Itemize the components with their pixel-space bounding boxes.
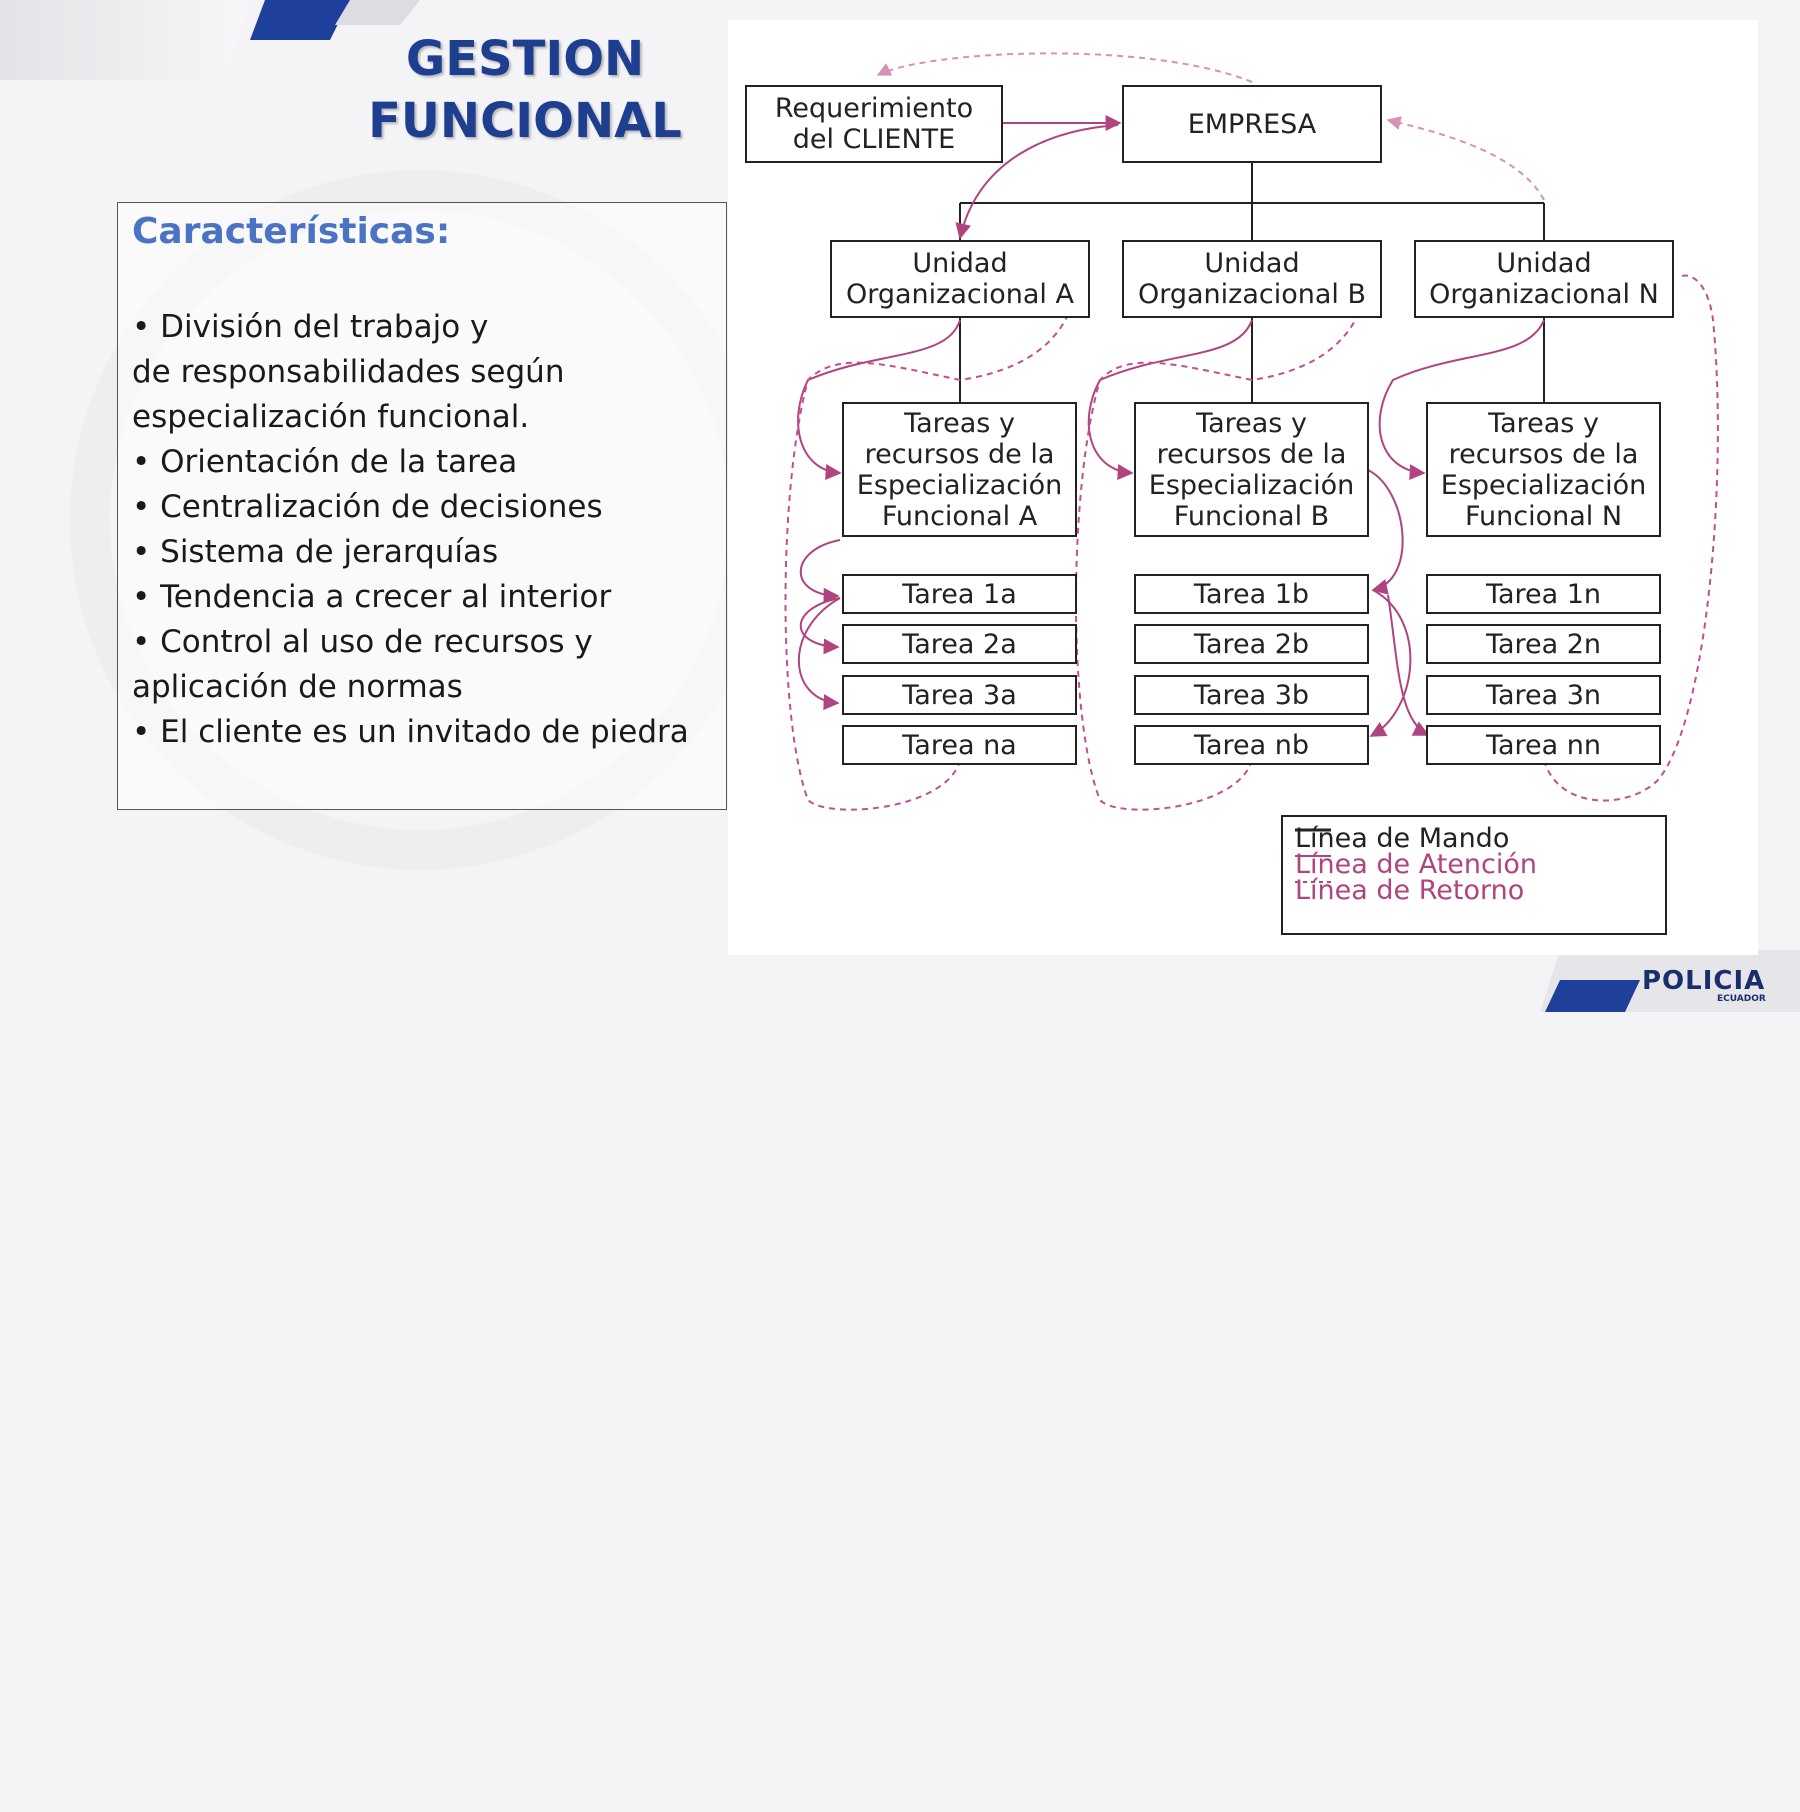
task-label: Tarea 1n: [1485, 578, 1602, 610]
list-item: • Centralización de decisiones: [132, 489, 603, 525]
task-label: Tarea 2a: [902, 628, 1017, 660]
specialization-label: Tareas y recursos de la Especialización …: [1440, 407, 1647, 532]
title-line-2: FUNCIONAL: [368, 93, 682, 149]
task-box: Tarea 3b: [1134, 675, 1369, 715]
legend-attention: Línea de Atención: [1295, 851, 1537, 879]
unit-label: Unidad Organizacional A: [846, 248, 1074, 310]
task-box: Tarea 2n: [1426, 624, 1661, 664]
client-request-label: Requerimiento del CLIENTE: [774, 93, 974, 155]
characteristics-heading: Características:: [132, 211, 451, 252]
slide-title: GESTION FUNCIONAL: [340, 28, 710, 152]
unit-box-b: Unidad Organizacional B: [1122, 240, 1382, 318]
task-label: Tarea 3a: [902, 679, 1017, 711]
diagram-legend: Línea de Mando Línea de Atención Línea d…: [1281, 815, 1667, 935]
list-item: • El cliente es un invitado de piedra: [132, 714, 689, 750]
title-line-1: GESTION: [405, 31, 645, 87]
specialization-box-n: Tareas y recursos de la Especialización …: [1426, 402, 1661, 537]
task-label: Tarea 1b: [1193, 578, 1310, 610]
task-label: Tarea 2b: [1193, 628, 1310, 660]
legend-attention-label: Línea de Atención: [1295, 849, 1538, 880]
task-label: Tarea 1a: [902, 578, 1017, 610]
list-item: • Sistema de jerarquías: [132, 534, 499, 570]
company-label: EMPRESA: [1187, 108, 1317, 140]
legend-command: Línea de Mando: [1295, 825, 1509, 853]
task-box: Tarea 3a: [842, 675, 1077, 715]
list-item: • Orientación de la tarea: [132, 444, 518, 480]
attention-line-swatch: [1295, 855, 1331, 857]
task-label: Tarea 2n: [1485, 628, 1602, 660]
task-label: Tarea nb: [1193, 729, 1310, 761]
task-box: Tarea 2b: [1134, 624, 1369, 664]
diagram-connectors: [784, 52, 1719, 811]
specialization-label: Tareas y recursos de la Especialización …: [856, 407, 1063, 532]
return-line-swatch: [1295, 881, 1331, 883]
command-line-swatch: [1295, 828, 1331, 832]
list-item: de responsabilidades según: [132, 354, 565, 390]
return-lines: [784, 52, 1719, 811]
list-item: • Control al uso de recursos y: [132, 624, 593, 660]
task-box: Tarea 1b: [1134, 574, 1369, 614]
police-logo: POLICIA ECUADOR: [1642, 966, 1766, 1004]
list-item: aplicación de normas: [132, 669, 463, 705]
org-diagram: Requerimiento del CLIENTE EMPRESA Unidad…: [728, 20, 1758, 955]
characteristics-list: • División del trabajo y de responsabili…: [132, 305, 717, 755]
task-label: Tarea na: [902, 729, 1017, 761]
task-box: Tarea 3n: [1426, 675, 1661, 715]
task-label: Tarea 3n: [1485, 679, 1602, 711]
task-box: Tarea nn: [1426, 725, 1661, 765]
task-box: Tarea 2a: [842, 624, 1077, 664]
client-request-box: Requerimiento del CLIENTE: [745, 85, 1003, 163]
characteristics-panel: Características: • División del trabajo …: [117, 202, 727, 810]
unit-label: Unidad Organizacional N: [1429, 248, 1659, 310]
logo-main-text: POLICIA: [1642, 966, 1766, 996]
command-lines: [959, 160, 1545, 404]
task-box: Tarea na: [842, 725, 1077, 765]
list-item: • Tendencia a crecer al interior: [132, 579, 612, 615]
task-box: Tarea nb: [1134, 725, 1369, 765]
task-box: Tarea 1n: [1426, 574, 1661, 614]
list-item: especialización funcional.: [132, 399, 530, 435]
legend-return: Línea de Retorno: [1295, 877, 1524, 905]
logo-sub-text: ECUADOR: [1717, 994, 1766, 1004]
company-box: EMPRESA: [1122, 85, 1382, 163]
task-label: Tarea nn: [1485, 729, 1602, 761]
task-box: Tarea 1a: [842, 574, 1077, 614]
specialization-box-a: Tareas y recursos de la Especialización …: [842, 402, 1077, 537]
unit-box-a: Unidad Organizacional A: [830, 240, 1090, 318]
specialization-label: Tareas y recursos de la Especialización …: [1148, 407, 1355, 532]
specialization-box-b: Tareas y recursos de la Especialización …: [1134, 402, 1369, 537]
task-label: Tarea 3b: [1193, 679, 1310, 711]
unit-box-n: Unidad Organizacional N: [1414, 240, 1674, 318]
legend-return-label: Línea de Retorno: [1295, 875, 1525, 906]
unit-label: Unidad Organizacional B: [1137, 248, 1367, 310]
list-item: • División del trabajo y: [132, 309, 489, 345]
